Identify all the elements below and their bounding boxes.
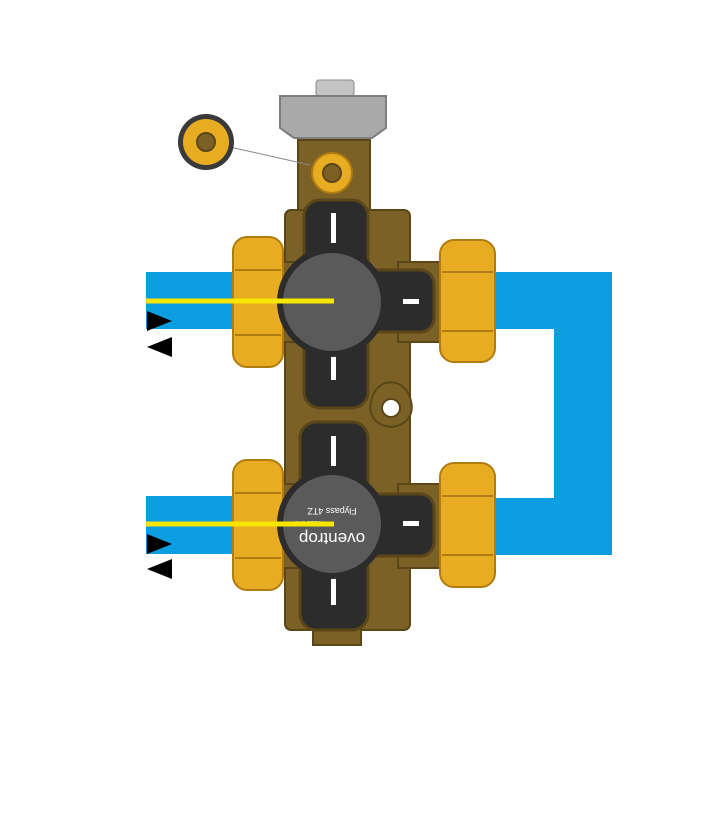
lower-valve-handle[interactable]: oventrop Made in ... Flypass 4TZ <box>146 420 436 632</box>
lower-flow-out-arrow-icon <box>147 559 172 579</box>
top-cap <box>279 79 387 139</box>
brand-product: Flypass 4TZ <box>307 506 357 516</box>
upper-flow-out-arrow-icon <box>147 337 172 357</box>
callout-leader-line <box>229 146 311 166</box>
upper-right-union-nut <box>439 239 496 363</box>
bypass-pipe-loop <box>470 272 612 555</box>
lower-right-union-nut <box>439 462 496 588</box>
lower-flow-in-arrow-icon <box>147 534 172 554</box>
upper-flow-in-arrow-icon <box>147 311 172 331</box>
magnified-port-icon <box>178 114 234 170</box>
upper-valve-handle[interactable] <box>146 198 436 410</box>
test-port <box>311 152 353 194</box>
brand-name: oventrop <box>299 529 365 548</box>
